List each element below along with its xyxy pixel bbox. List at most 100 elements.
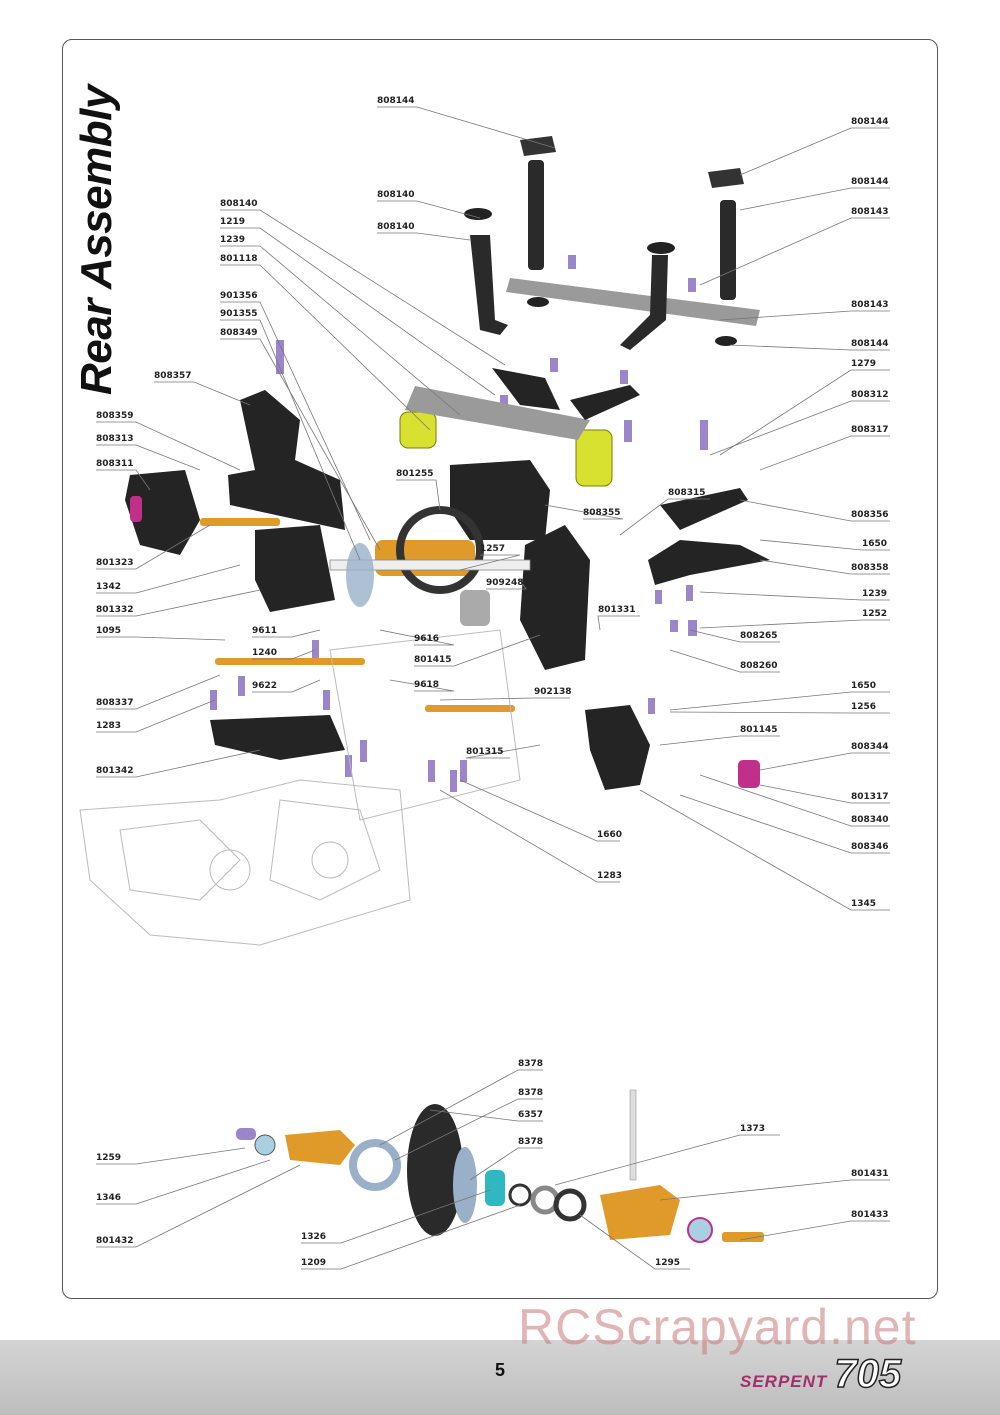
- part-number-label: 1240: [252, 648, 277, 658]
- part-callout: 1345: [639, 789, 890, 911]
- part-callout: 808355: [544, 504, 624, 520]
- leader-line: [719, 369, 890, 456]
- part-callout: 808140: [377, 190, 481, 219]
- part-number-label: 8378: [518, 1059, 543, 1069]
- part-callout: 808311: [96, 459, 151, 491]
- part-number-label: 808144: [851, 339, 889, 349]
- part-callout: 1209: [301, 1204, 521, 1270]
- part-callout: 1283: [439, 789, 622, 883]
- part-callout: 801145: [659, 725, 780, 746]
- leader-line: [579, 1214, 690, 1270]
- part-number-label: 1209: [301, 1258, 326, 1268]
- part-callout: 801331: [597, 605, 640, 631]
- leader-line: [759, 559, 890, 575]
- leader-line: [439, 789, 620, 883]
- leader-line: [659, 735, 780, 746]
- part-number-label: 1095: [96, 626, 121, 636]
- leader-line: [394, 1098, 543, 1161]
- part-callout: 808265: [689, 629, 780, 643]
- part-callout: 808337: [96, 674, 221, 710]
- part-callout: 8378: [469, 1137, 543, 1181]
- part-number-label: 808359: [96, 411, 134, 421]
- part-number-label: 1252: [862, 609, 887, 619]
- leader-line: [554, 1134, 780, 1186]
- part-number-label: 808357: [154, 371, 192, 381]
- part-callout: 801432: [96, 1164, 301, 1248]
- part-number-label: 808260: [740, 661, 778, 671]
- leader-line: [96, 1159, 271, 1205]
- part-number-label: 9616: [414, 634, 439, 644]
- part-number-label: 1342: [96, 582, 121, 592]
- part-callout: 801317: [759, 784, 890, 804]
- part-callout: 808359: [96, 411, 241, 471]
- part-number-label: 909248: [486, 578, 524, 588]
- part-number-label: 901355: [220, 309, 258, 319]
- leader-line: [96, 589, 261, 617]
- leader-line: [96, 699, 216, 733]
- part-number-label: 801118: [220, 254, 258, 264]
- leader-line: [377, 200, 481, 219]
- leader-line: [544, 504, 624, 520]
- leader-line: [759, 752, 890, 771]
- part-callout: 808144: [739, 117, 890, 176]
- part-callout: 808140: [377, 222, 471, 241]
- part-callout: 801323: [96, 524, 211, 570]
- part-callout: 808317: [759, 425, 890, 471]
- part-number-label: 1283: [96, 721, 121, 731]
- part-callout: 1650: [759, 539, 890, 551]
- part-labels: 8081448081448081448081438081408081408081…: [96, 96, 890, 1270]
- leader-line: [659, 1179, 890, 1201]
- part-callout: 801315: [465, 744, 541, 759]
- part-callout: 1342: [96, 564, 241, 594]
- leader-line: [759, 539, 890, 551]
- leader-line: [486, 579, 527, 590]
- part-callout: 9616: [379, 629, 455, 646]
- part-callout: 1283: [96, 699, 216, 733]
- part-callout: 1326: [301, 1189, 491, 1244]
- leader-line: [220, 209, 506, 366]
- part-callout: 808312: [709, 390, 890, 456]
- parts-illustration: [79, 136, 770, 1243]
- part-number-label: 808144: [851, 117, 889, 127]
- part-callout: 9622: [252, 679, 321, 693]
- part-callout: 9618: [389, 679, 455, 692]
- leader-line: [699, 217, 890, 286]
- part-number-label: 808144: [851, 177, 889, 187]
- part-number-label: 1259: [96, 1153, 121, 1163]
- part-callout: 6357: [429, 1109, 543, 1122]
- leader-line: [154, 381, 251, 406]
- leader-line: [759, 784, 890, 804]
- part-callout: 808144: [739, 177, 890, 211]
- part-callout: 1256: [669, 702, 890, 714]
- part-number-label: 1279: [851, 359, 876, 369]
- leader-line: [739, 499, 890, 522]
- part-callout: 808315: [619, 488, 710, 536]
- part-callout: 1660: [459, 779, 622, 842]
- leader-line: [96, 421, 241, 471]
- part-callout: 808356: [739, 499, 890, 522]
- part-number-label: 1346: [96, 1193, 121, 1203]
- part-number-label: 9622: [252, 681, 277, 691]
- part-callout: 1252: [699, 609, 890, 629]
- leader-line: [739, 127, 890, 176]
- leader-line: [709, 400, 890, 456]
- leader-line: [469, 1147, 543, 1181]
- part-callout: 808143: [699, 207, 890, 286]
- part-callout: 808346: [679, 794, 890, 854]
- part-callout: 901356: [220, 291, 371, 541]
- leader-line: [597, 615, 640, 631]
- part-callout: 808140: [220, 199, 506, 366]
- part-number-label: 808140: [377, 222, 415, 232]
- leader-line: [669, 711, 890, 714]
- part-callout: 801431: [659, 1169, 890, 1201]
- part-number-label: 808140: [377, 190, 415, 200]
- part-number-label: 808315: [668, 488, 706, 498]
- part-callout: 1259: [96, 1147, 246, 1165]
- part-number-label: 8378: [518, 1137, 543, 1147]
- leader-line: [96, 564, 241, 594]
- part-number-label: 1345: [851, 899, 876, 909]
- leader-line: [96, 1164, 301, 1248]
- leader-line: [96, 749, 261, 778]
- brand-logo: SERPENT 705: [740, 1351, 902, 1397]
- leader-line: [729, 344, 890, 351]
